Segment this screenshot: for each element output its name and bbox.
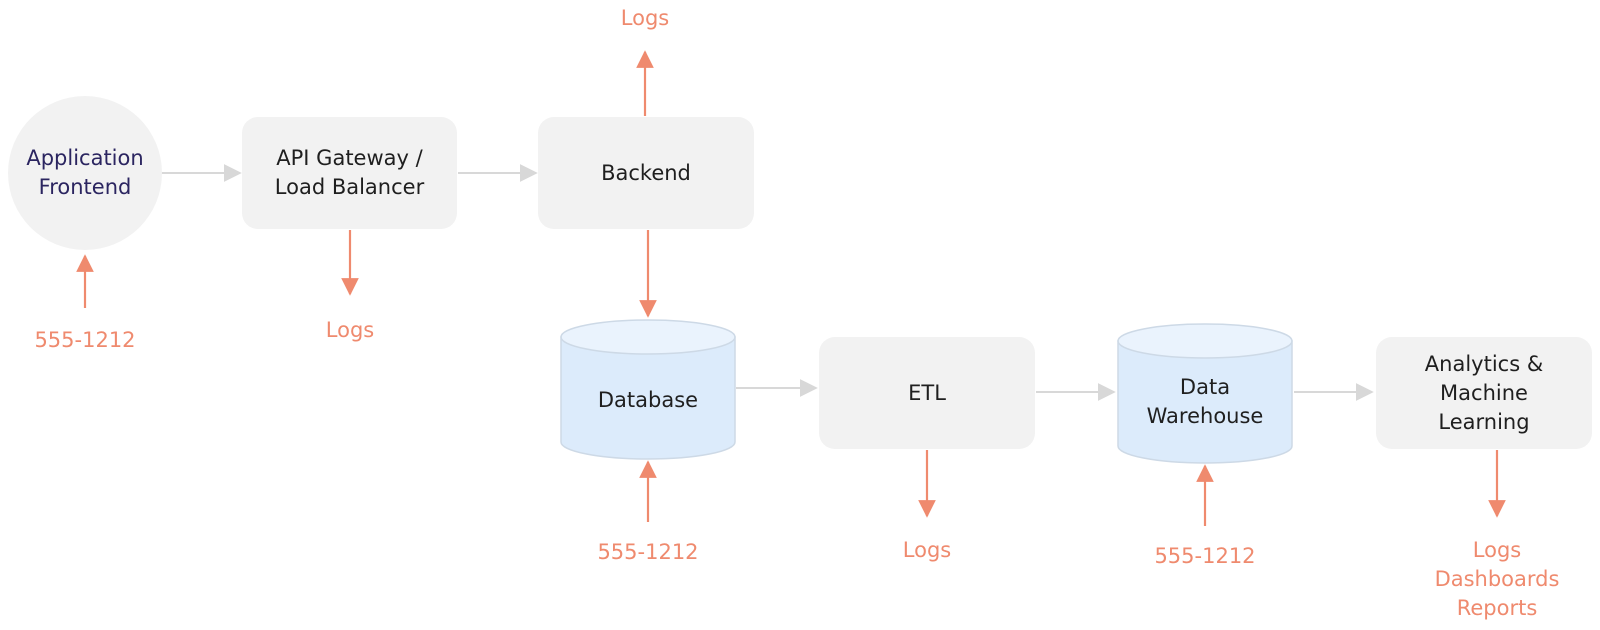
node-data-warehouse: Data Warehouse [1118,362,1292,442]
gateway-label-line1: API Gateway / [276,146,423,170]
node-application-frontend: Application Frontend [8,96,162,250]
frontend-label-line1: Application [26,146,144,170]
database-label: Database [597,387,699,412]
warehouse-cylinder [1117,323,1293,464]
frontend-input-label: 555-1212 [34,328,136,352]
analytics-label-line2: Machine [1440,380,1528,405]
backend-logs-label: Logs [620,6,670,30]
analytics-label-line3: Learning [1438,409,1530,434]
analytics-output-line3: Reports [1456,596,1538,620]
database-cylinder [560,319,736,460]
node-backend: Backend [538,117,754,229]
node-database: Database [561,360,735,440]
frontend-label-line2: Frontend [38,175,132,199]
gateway-logs-label: Logs [325,318,375,342]
node-api-gateway: API Gateway / Load Balancer [242,117,457,229]
database-input-label: 555-1212 [597,540,699,564]
analytics-label-line1: Analytics & [1424,351,1544,376]
etl-logs-label: Logs [902,538,952,562]
node-etl: ETL [819,337,1035,449]
gateway-label-line2: Load Balancer [274,175,425,199]
warehouse-input-label: 555-1212 [1154,544,1256,568]
analytics-outputs-label: Logs Dashboards Reports [1417,536,1577,623]
etl-label: ETL [908,380,946,405]
backend-label: Backend [601,160,691,185]
warehouse-label-line2: Warehouse [1146,404,1264,428]
node-analytics-ml: Analytics & Machine Learning [1376,337,1592,449]
analytics-output-line1: Logs [1472,538,1522,562]
warehouse-label-line1: Data [1179,375,1231,399]
analytics-output-line2: Dashboards [1434,567,1560,591]
